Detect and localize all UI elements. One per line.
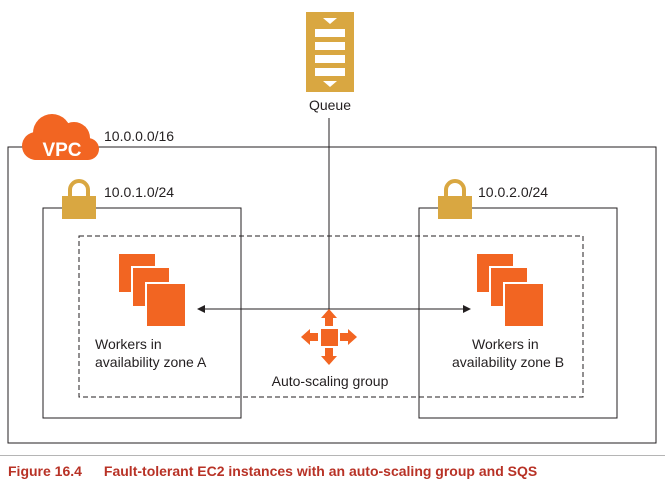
vpc-badge-label: VPC [42,140,81,161]
workers-b-line2: availability zone B [452,354,564,370]
ec2-instances-icon [117,252,187,328]
subnet-b-boundary [418,207,618,419]
lock-icon [438,179,472,219]
auto-scaling-group-boundary [78,235,584,398]
architecture-diagram: Queue VPC 10.0.0.0/16 10.0.1.0/24 10.0.2… [7,12,657,444]
auto-scaling-icon [301,309,357,365]
subnet-a-boundary [42,207,242,419]
vpc-cidr-label: 10.0.0.0/16 [104,128,174,144]
lock-icon [62,179,96,219]
figure-caption-text: Fault-tolerant EC2 instances with an aut… [103,463,538,479]
figure-caption: Figure 16.4 Fault-tolerant EC2 instances … [8,463,537,479]
workers-b-line1: Workers in [472,336,539,352]
vpc-cloud-icon [22,114,99,160]
ec2-instances-icon [475,252,545,328]
workers-a-line1: Workers in [95,336,162,352]
queue-label: Queue [309,97,351,113]
subnet-b-cidr-label: 10.0.2.0/24 [478,184,548,200]
figure-number: Figure 16.4 [8,463,82,479]
subnet-a-cidr-label: 10.0.1.0/24 [104,184,174,200]
auto-scaling-group-label: Auto-scaling group [272,373,389,389]
queue-icon [306,12,354,92]
workers-a-line2: availability zone A [95,354,207,370]
vpc-boundary [7,146,657,444]
caption-divider [0,455,665,456]
